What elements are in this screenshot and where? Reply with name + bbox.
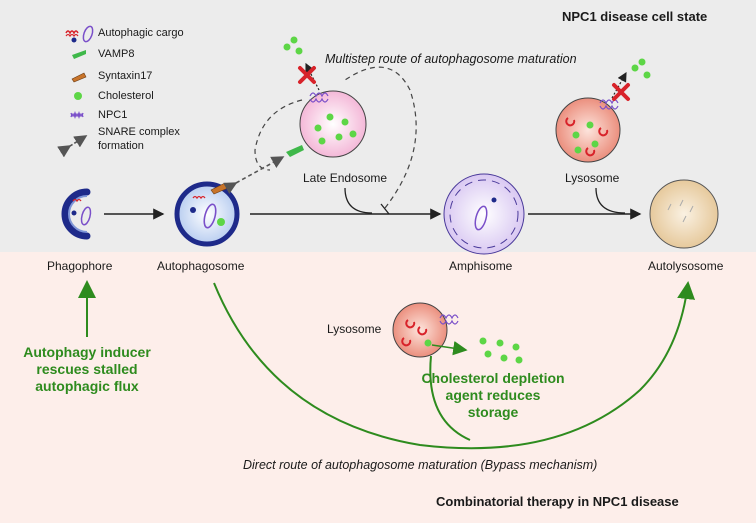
- autophagy-inducer-text: Autophagy inducer rescues stalled autoph…: [12, 344, 162, 395]
- autophagosome-label: Autophagosome: [157, 259, 245, 273]
- autolysosome-label: Autolysosome: [648, 259, 724, 273]
- phagophore: [61, 188, 92, 240]
- multistep-route-label: Multistep route of autophagosome maturat…: [325, 52, 577, 66]
- cholesterol-depletion-text: Cholesterol depletion agent reduces stor…: [408, 370, 578, 421]
- legend-syntaxin-label: Syntaxin17: [98, 70, 153, 82]
- legend: [57, 25, 94, 158]
- phagophore-label: Phagophore: [47, 259, 113, 273]
- inducer-line-2: rescues stalled: [36, 361, 138, 377]
- legend-cholesterol-label: Cholesterol: [98, 90, 154, 102]
- autolysosome: [649, 179, 719, 249]
- top-panel-title: NPC1 disease cell state: [562, 9, 708, 24]
- vamp8-icon: [72, 50, 86, 59]
- lysosome-top-label: Lysosome: [565, 171, 620, 185]
- therapy-arrows: [78, 280, 696, 450]
- snare-icon: [57, 135, 88, 158]
- legend-snare-label-line2: formation: [98, 140, 144, 152]
- amphisome-label: Amphisome: [449, 259, 513, 273]
- legend-npc1-label: NPC1: [98, 109, 128, 121]
- legend-cargo-label: Autophagic cargo: [98, 27, 184, 39]
- therapy-panel: [0, 252, 756, 523]
- bottom-panel-title: Combinatorial therapy in NPC1 disease: [436, 494, 679, 509]
- amphisome: [443, 173, 525, 255]
- inducer-line-1: Autophagy inducer: [23, 344, 151, 360]
- cargo-icon: [65, 25, 94, 43]
- legend-vamp8-label: VAMP8: [98, 48, 135, 60]
- lysosome-top: [555, 58, 651, 163]
- autophagosome: [174, 181, 240, 247]
- legend-snare-label-line1: SNARE complex: [98, 126, 180, 138]
- direct-route-label: Direct route of autophagosome maturation…: [243, 458, 598, 472]
- snare-arrow: [223, 156, 285, 195]
- npc1-icon: [70, 110, 84, 120]
- lysosome-bottom-label: Lysosome: [327, 322, 382, 336]
- depletion-line-2: agent reduces: [445, 387, 541, 403]
- depletion-line-1: Cholesterol depletion: [421, 370, 565, 386]
- lysosome-bottom: [392, 302, 523, 364]
- disease-state-panel: [0, 0, 756, 252]
- late-endosome: [283, 36, 367, 158]
- inducer-line-3: autophagic flux: [35, 378, 139, 394]
- cholesterol-icon: [74, 92, 82, 100]
- syntaxin-icon: [71, 72, 87, 83]
- late-endosome-label: Late Endosome: [303, 171, 388, 185]
- depletion-line-3: storage: [467, 404, 519, 420]
